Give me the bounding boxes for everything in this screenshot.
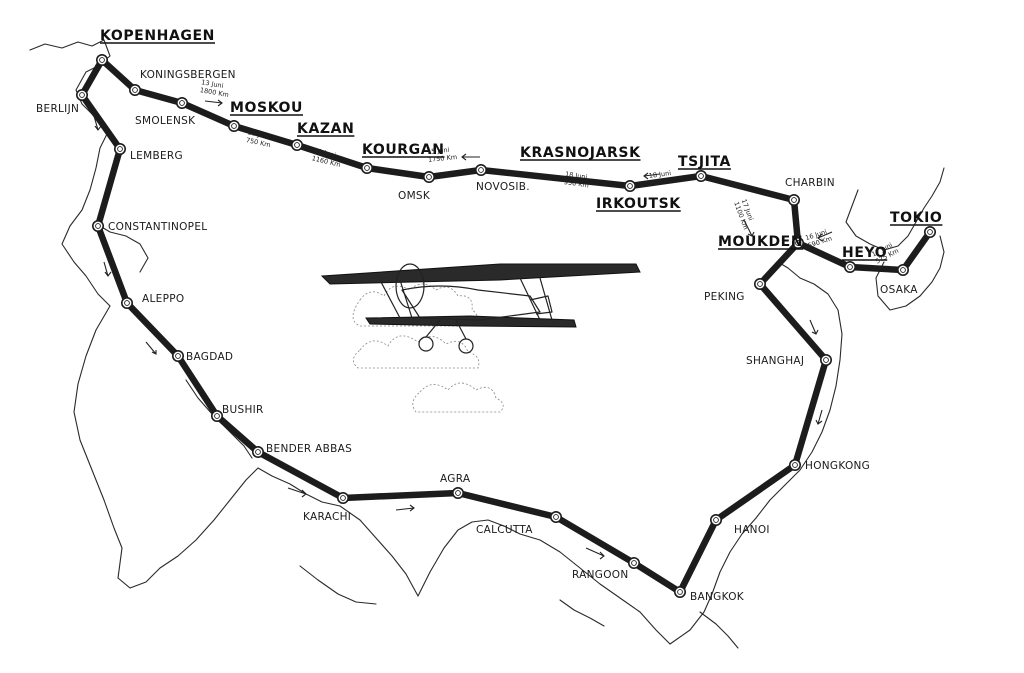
stop-marker-moukden — [791, 237, 804, 250]
stop-marker-calcutta — [549, 510, 562, 523]
city-label-koningsbergen: KONINGSBERGEN — [140, 69, 236, 81]
city-label-charbin: CHARBIN — [785, 177, 835, 189]
city-label-kopenhagen: KOPENHAGEN — [100, 28, 215, 44]
stop-marker-bushir — [211, 409, 224, 422]
city-label-agra: AGRA — [440, 473, 471, 485]
stop-marker-aleppo — [121, 296, 134, 309]
city-label-moukden: MOUKDEN — [718, 234, 803, 250]
note-distance: 900 Km — [649, 177, 675, 188]
stop-marker-karachi — [336, 491, 349, 504]
stop-marker-osaka — [896, 263, 909, 276]
city-label-kazan: KAZAN — [297, 121, 354, 137]
city-labels: KOPENHAGEN KONINGSBERGEN SMOLENSK MOSKOU KAZ… — [36, 28, 943, 603]
stop-marker-heyo — [843, 260, 856, 273]
city-label-irkoutsk: IRKOUTSK — [596, 196, 681, 212]
stop-marker-kazan — [290, 139, 303, 152]
stop-marker-omsk — [422, 171, 435, 184]
stop-marker-agra — [451, 486, 464, 499]
city-label-moskou: MOSKOU — [230, 100, 303, 116]
clouds — [352, 283, 504, 413]
city-label-peking: PEKING — [704, 291, 745, 303]
stop-marker-moskou — [228, 120, 241, 133]
stop-marker-berlijn — [76, 89, 89, 102]
city-label-hongkong: HONGKONG — [805, 460, 870, 472]
stop-marker-bagdad — [172, 349, 185, 362]
stop-marker-koningsbergen — [129, 84, 142, 97]
city-label-shanghaj: SHANGHAJ — [746, 355, 804, 367]
coastlines — [29, 39, 945, 649]
city-label-bangkok: BANGKOK — [690, 591, 745, 603]
city-label-novosib: NOVOSIB. — [476, 181, 530, 193]
stop-marker-smolensk — [176, 97, 189, 110]
city-label-rangoon: RANGOON — [572, 569, 629, 581]
stop-marker-peking — [753, 277, 766, 290]
city-label-bender-abbas: BENDER ABBAS — [266, 443, 352, 455]
stop-marker-hongkong — [788, 458, 801, 471]
city-label-constantinopel: CONSTANTINOPEL — [108, 221, 207, 233]
city-label-lemberg: LEMBERG — [130, 150, 183, 162]
route-stops — [76, 53, 936, 598]
city-label-krasnojarsk: KRASNOJARSK — [520, 145, 641, 161]
city-label-osaka: OSAKA — [880, 284, 918, 296]
stop-marker-novosib — [474, 164, 487, 177]
city-label-heyo: HEYO — [842, 245, 887, 261]
city-label-kourgan: KOURGAN — [362, 142, 445, 158]
stop-marker-kourgan — [360, 162, 373, 175]
city-label-bushir: BUSHIR — [222, 404, 264, 416]
city-label-hanoi: HANOI — [734, 524, 770, 536]
note-distance: 1800 Km — [199, 86, 229, 99]
city-label-calcutta: CALCUTTA — [476, 524, 533, 536]
stop-marker-lemberg — [114, 143, 127, 156]
city-label-omsk: OMSK — [398, 190, 431, 202]
note-distance: 1750 Km — [428, 153, 458, 164]
city-label-aleppo: ALEPPO — [142, 293, 184, 305]
city-label-smolensk: SMOLENSK — [135, 115, 196, 127]
stop-marker-kopenhagen — [96, 53, 109, 66]
stop-marker-charbin — [787, 194, 800, 207]
stop-marker-rangoon — [627, 556, 640, 569]
stop-marker-krasnojarsk — [623, 180, 636, 193]
stop-marker-shanghaj — [819, 353, 832, 366]
note-date: 15 Juni — [427, 146, 450, 156]
stop-marker-bender-abbas — [252, 445, 265, 458]
city-label-tsjita: TSJITA — [678, 154, 731, 170]
note-distance: 950 Km — [563, 178, 589, 189]
stop-marker-bangkok — [673, 585, 686, 598]
stop-marker-tokio — [923, 226, 936, 239]
stop-marker-hanoi — [709, 513, 722, 526]
city-label-berlijn: BERLIJN — [36, 103, 79, 115]
note-date: 18 Juni — [565, 170, 588, 181]
city-label-karachi: KARACHI — [303, 511, 351, 523]
note-date: 13 Juni — [201, 78, 225, 90]
stop-marker-constantinopel — [92, 220, 105, 233]
city-label-tokio: TOKIO — [890, 210, 942, 226]
direction-arrows — [93, 99, 833, 560]
note-date: 18 Juni — [648, 169, 671, 180]
city-label-bagdad: BAGDAD — [186, 351, 233, 363]
stop-marker-tsjita — [694, 170, 707, 183]
airplane-icon — [320, 263, 641, 354]
